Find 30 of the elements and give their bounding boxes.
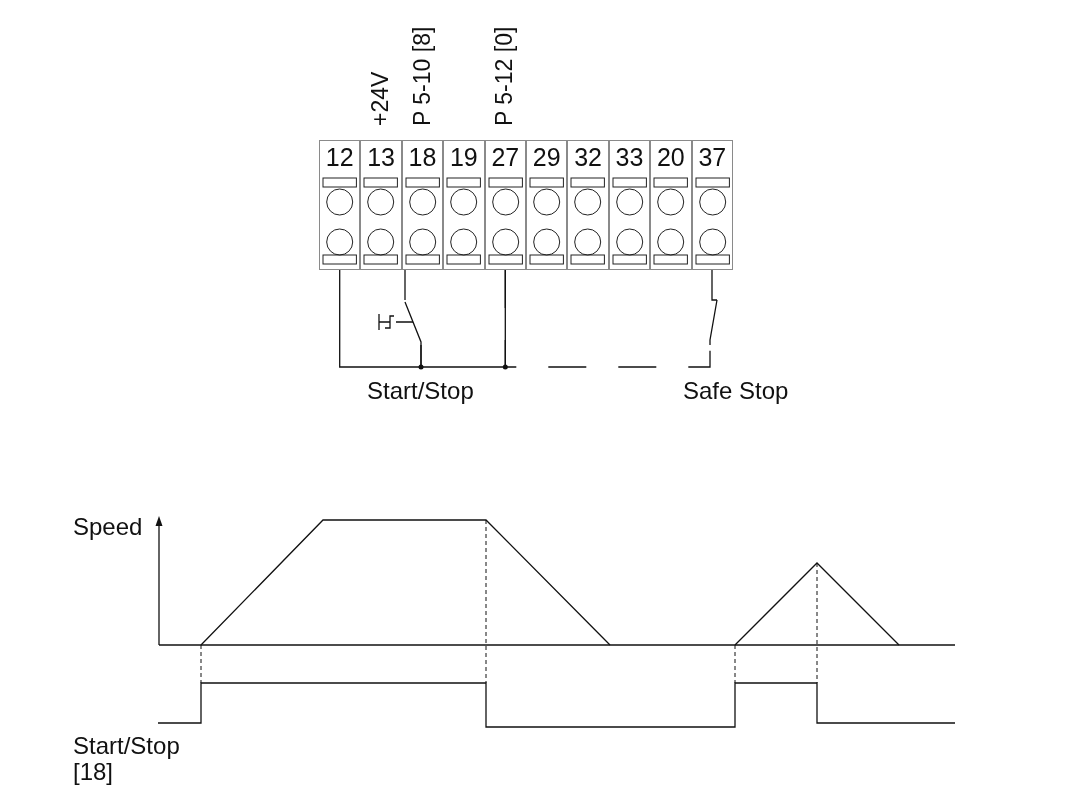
terminal-number: 32 bbox=[573, 143, 603, 171]
start-stop-label: Start/Stop bbox=[367, 378, 474, 404]
terminal-cell bbox=[401, 140, 444, 270]
terminal-number: 37 bbox=[697, 143, 728, 171]
wire bbox=[339, 269, 422, 368]
terminal-number: 19 bbox=[448, 143, 479, 171]
terminal-cell bbox=[691, 140, 733, 270]
signal-label: Start/Stop [18] bbox=[73, 733, 181, 785]
terminal-number: 12 bbox=[324, 143, 355, 171]
terminal-number: 20 bbox=[655, 143, 686, 171]
terminal-number: 13 bbox=[366, 143, 396, 171]
terminal-function-label: +24V bbox=[367, 71, 394, 126]
terminal-function-label: P 5-10 [8] bbox=[408, 26, 435, 126]
terminal-cell bbox=[319, 140, 361, 270]
terminal-cell bbox=[360, 140, 402, 270]
wire bbox=[711, 269, 713, 286]
wire bbox=[404, 269, 406, 301]
terminal-number: 29 bbox=[531, 143, 562, 171]
speed-axis-label: Speed bbox=[73, 514, 143, 540]
terminal-cell bbox=[567, 140, 609, 270]
terminal-cell bbox=[526, 140, 568, 270]
safe-stop-label: Safe Stop bbox=[683, 378, 789, 404]
terminal-number: 33 bbox=[614, 143, 645, 171]
terminal-cell bbox=[443, 140, 485, 270]
terminal-function-label: P 5-12 [0] bbox=[491, 26, 518, 126]
terminal-cell bbox=[650, 140, 692, 270]
terminal-number: 27 bbox=[490, 143, 521, 171]
terminal-cell bbox=[484, 140, 526, 270]
terminal-number: 18 bbox=[407, 143, 438, 171]
terminal-cell bbox=[608, 140, 651, 270]
